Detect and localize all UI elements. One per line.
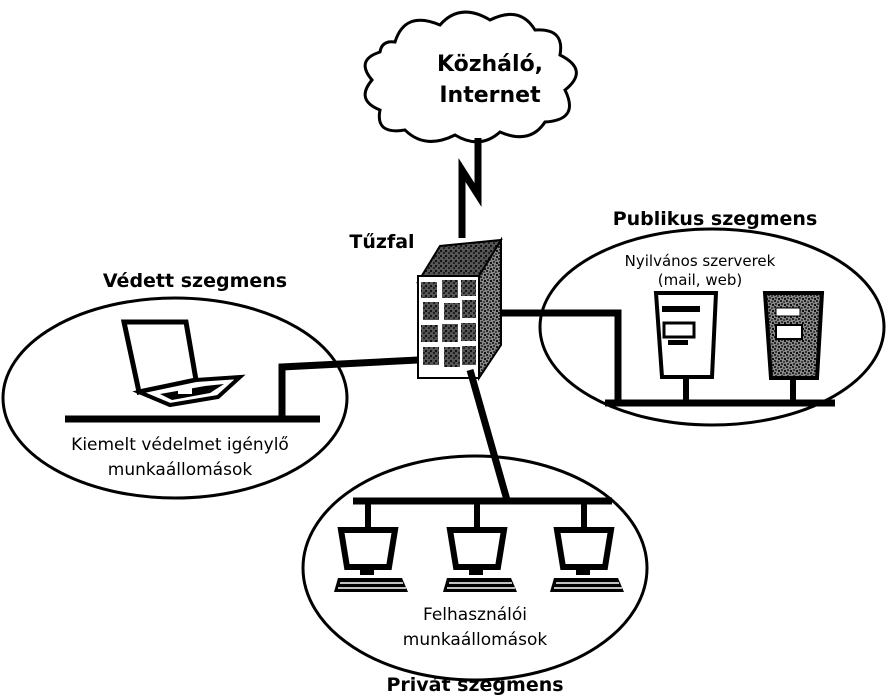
public-caption-line1: Nyilvános szerverek <box>625 252 776 270</box>
public-segment-title: Publikus szegmens <box>613 208 818 230</box>
firewall-label: Tűzfal <box>349 231 414 253</box>
protected-segment-ellipse <box>1 296 349 500</box>
laptop-icon <box>120 319 246 408</box>
public-segment-ellipse <box>538 227 886 427</box>
firewall-to-public-link <box>501 309 622 403</box>
firewall-to-private-link <box>466 369 511 501</box>
firewall-icon <box>416 236 503 382</box>
protected-to-firewall-link <box>278 356 419 419</box>
public-caption-line2: (mail, web) <box>658 271 742 289</box>
internet-cloud: Közháló, Internet <box>363 10 578 144</box>
cloud-label-line2: Internet <box>439 83 541 108</box>
workstation-icon-1 <box>334 527 408 592</box>
mail-server-icon <box>653 291 719 403</box>
private-caption-line1: Felhasználói <box>423 605 527 625</box>
workstation-icon-3 <box>550 527 624 592</box>
web-server-icon <box>762 291 825 403</box>
private-segment-title: Privát szegmens <box>386 674 563 696</box>
private-segment-ellipse <box>301 454 649 682</box>
internet-link <box>458 138 482 238</box>
protected-caption-line2: munkaállomások <box>108 460 253 480</box>
protected-caption-line1: Kiemelt védelmet igénylő <box>71 435 289 455</box>
protected-segment-title: Védett szegmens <box>103 270 287 292</box>
workstation-icon-2 <box>443 527 517 592</box>
cloud-label-line1: Közháló, <box>437 52 543 77</box>
private-caption-line2: munkaállomások <box>403 630 548 650</box>
